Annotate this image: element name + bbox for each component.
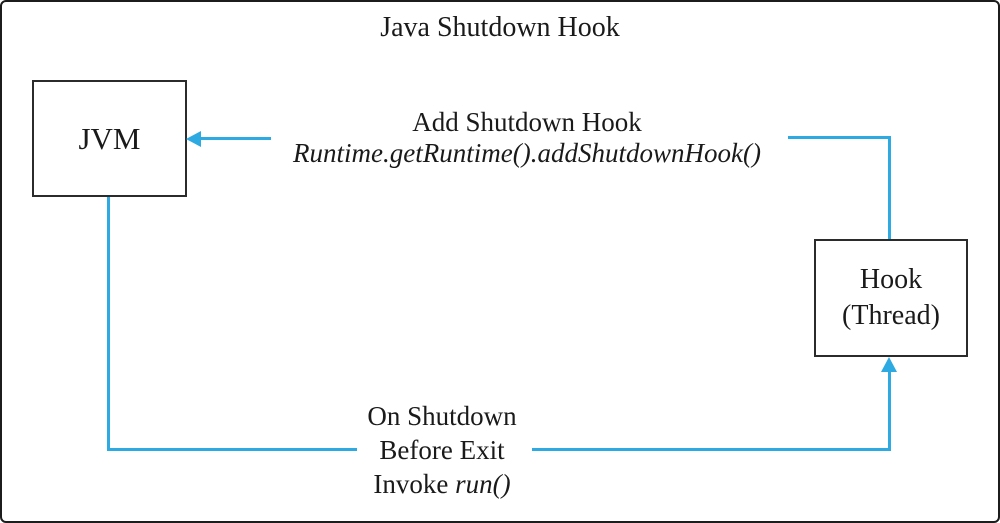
on-shutdown-line-right-vertical	[888, 371, 891, 451]
on-shutdown-label-line1: On Shutdown	[367, 401, 517, 431]
on-shutdown-line-left-horizontal	[107, 448, 357, 451]
node-hook-label-line1: Hook	[859, 264, 923, 295]
on-shutdown-edge-label: On Shutdown Before Exit Invoke run()	[332, 399, 552, 501]
on-shutdown-arrowhead-icon	[881, 357, 897, 372]
add-hook-line-left-segment	[200, 137, 271, 140]
on-shutdown-line-left-vertical	[107, 197, 110, 451]
node-jvm-label: JVM	[78, 120, 141, 156]
add-hook-line-vertical-segment	[888, 136, 891, 239]
on-shutdown-invoke-code: run()	[455, 469, 511, 499]
diagram-title: Java Shutdown Hook	[380, 12, 620, 43]
on-shutdown-line-right-horizontal	[532, 448, 891, 451]
add-hook-code-text: Runtime.getRuntime().addShutdownHook()	[293, 138, 761, 168]
add-hook-arrowhead-icon	[186, 131, 201, 147]
on-shutdown-label-line2: Before Exit	[379, 435, 505, 465]
add-hook-label-text: Add Shutdown Hook	[412, 107, 642, 137]
on-shutdown-label-line3: Invoke run()	[332, 467, 552, 501]
add-hook-edge-label: Add Shutdown Hook Runtime.getRuntime().a…	[252, 107, 802, 169]
on-shutdown-invoke-prefix: Invoke	[373, 469, 456, 499]
node-hook-label-line2: (Thread)	[842, 300, 940, 331]
node-hook-thread: Hook (Thread)	[814, 239, 968, 357]
node-jvm: JVM	[32, 80, 187, 197]
add-hook-line-right-segment	[788, 136, 891, 139]
